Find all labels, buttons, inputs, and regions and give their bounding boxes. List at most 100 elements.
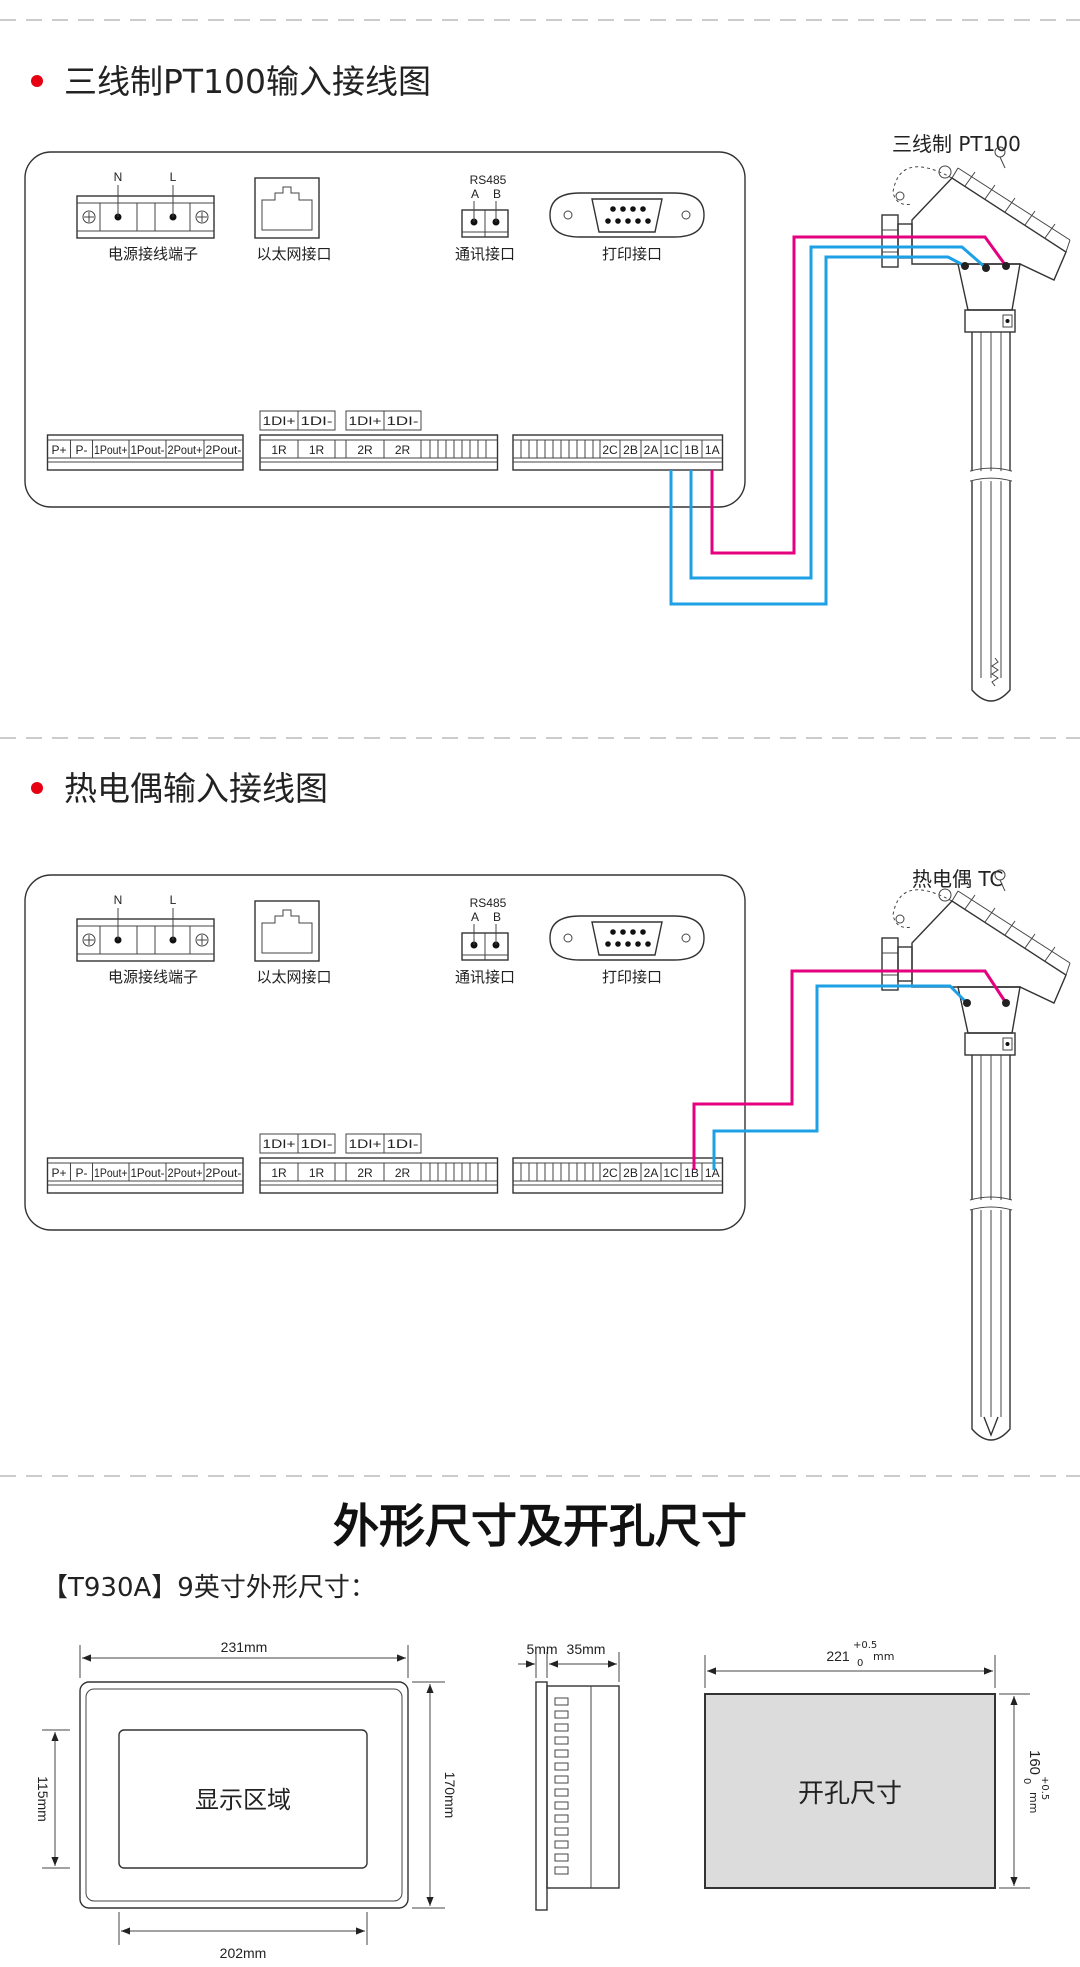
output-terminal-block: P+P-1Pout+1Pout-2Pout+2Pout- (46, 434, 244, 471)
terminal-dot (961, 262, 969, 270)
db9-port-icon (549, 192, 705, 238)
terminal-label: 1R (309, 1166, 325, 1180)
cutout-height-label: 160 (1026, 1750, 1043, 1775)
thermocouple-sensor-drawing (881, 869, 1071, 1441)
terminal-label: 2C (602, 1166, 618, 1180)
rs485-terminal (461, 924, 509, 961)
db9-port-icon (549, 915, 705, 961)
terminal-label: 2R (357, 1166, 373, 1180)
power-l-label: L (170, 893, 177, 907)
side-view: 5mm 35mm (518, 1641, 620, 1911)
terminal-label: 1A (705, 1166, 720, 1180)
pt100-sensor-drawing (881, 146, 1071, 702)
rs485-b-label: B (493, 910, 501, 924)
front-height-label: 170mm (442, 1772, 458, 1819)
terminal-label: 1Pout- (131, 443, 165, 457)
power-terminal (76, 185, 215, 239)
terminal-label: 1Pout- (131, 1166, 165, 1180)
rs485-port-label: 通讯接口 (455, 245, 515, 263)
terminal-label: 1C (663, 1166, 679, 1180)
terminal-label: 2A (644, 443, 659, 457)
terminal-label: 1C (663, 443, 679, 457)
power-n-label: N (114, 170, 123, 184)
cutout-height-tol-lower: 0 (1021, 1778, 1032, 1784)
sensor-label-tc: 热电偶 TC (912, 867, 1003, 891)
display-width-label: 202mm (220, 1945, 267, 1961)
terminal-label: 2R (395, 1166, 411, 1180)
terminal-label: 1R (271, 1166, 287, 1180)
terminal-label: 1B (684, 1166, 699, 1180)
rs485-b-label: B (493, 187, 501, 201)
side-slot (554, 1775, 569, 1784)
di-terminal (383, 1133, 422, 1154)
input-terminal-block: 2C 2B 2A 1C 1B 1A (512, 434, 724, 471)
terminal-label: P- (76, 443, 88, 457)
front-width-label: 231mm (221, 1639, 268, 1655)
di-label: 1DI+ (349, 1137, 382, 1151)
wire-1a-blue (712, 984, 969, 1170)
power-l-label: L (170, 170, 177, 184)
cutout-width-label: 221 (826, 1648, 850, 1664)
wire-1a-pink (710, 235, 1008, 555)
display-area-label: 显示区域 (195, 1786, 291, 1814)
terminal-label: 2B (623, 443, 638, 457)
cutout-width-tol-lower: 0 (857, 1658, 863, 1669)
ethernet-port-icon (254, 177, 320, 239)
terminal-dot (1002, 262, 1010, 270)
rs485-terminal (461, 201, 509, 238)
relay-terminal-block: 1R 1R 2R 2R (259, 1157, 499, 1194)
side-slot (554, 1866, 569, 1875)
terminal-label: P+ (51, 443, 66, 457)
wire-1b-pink (692, 969, 1008, 1170)
terminal-label: 2R (357, 443, 373, 457)
cutout-view: 开孔尺寸 221 +0.5 0 mm 160 +0.5 0 mm (704, 1640, 1050, 1889)
terminal-label: 2Pout- (206, 443, 242, 457)
di-label: 1DI- (301, 1137, 333, 1151)
panel-outline (24, 874, 746, 1231)
di-terminal (297, 410, 336, 431)
panel-outline (24, 151, 746, 508)
side-slot (554, 1814, 569, 1823)
side-slot (554, 1697, 569, 1706)
ethernet-port-label: 以太网接口 (256, 968, 331, 986)
terminal-label: 2R (395, 443, 411, 457)
side-slot (554, 1710, 569, 1719)
cutout-height-unit: mm (1027, 1792, 1040, 1813)
power-terminal (76, 908, 215, 962)
terminal-label: 1Pout+ (94, 443, 128, 457)
terminal-label: 2B (623, 1166, 638, 1180)
terminal-label: P- (76, 1166, 88, 1180)
di-label: 1DI- (387, 414, 419, 428)
terminal-dot (982, 264, 990, 272)
section-title-tc: 热电偶输入接线图 (64, 769, 328, 808)
side-slot (554, 1840, 569, 1849)
wire-1b-blue (689, 245, 987, 580)
thermocouple-junction-icon (983, 1416, 999, 1437)
terminal-label: 2C (602, 443, 618, 457)
side-slot (554, 1853, 569, 1862)
di-label: 1DI+ (349, 414, 382, 428)
power-n-label: N (114, 893, 123, 907)
side-slot (554, 1801, 569, 1810)
di-label: 1DI- (301, 414, 333, 428)
terminal-label: 1A (705, 443, 720, 457)
section-title-pt100: 三线制PT100输入接线图 (64, 62, 431, 101)
bezel-thickness-label: 5mm (526, 1641, 557, 1657)
chain-icon (892, 889, 953, 928)
power-terminal-label: 电源接线端子 (108, 968, 198, 986)
chain-icon (892, 166, 953, 205)
terminal-label: 1B (684, 443, 699, 457)
cutout-width-unit: mm (873, 1650, 894, 1663)
side-slot (554, 1788, 569, 1797)
sensor-tube (968, 332, 1014, 702)
terminal-label: P+ (51, 1166, 66, 1180)
rs485-a-label: A (471, 910, 479, 924)
print-port-label: 打印接口 (602, 968, 662, 986)
side-slot (554, 1736, 569, 1745)
bullet-icon (31, 75, 43, 87)
cutout-label: 开孔尺寸 (798, 1779, 902, 1809)
depth-label: 35mm (567, 1641, 606, 1657)
